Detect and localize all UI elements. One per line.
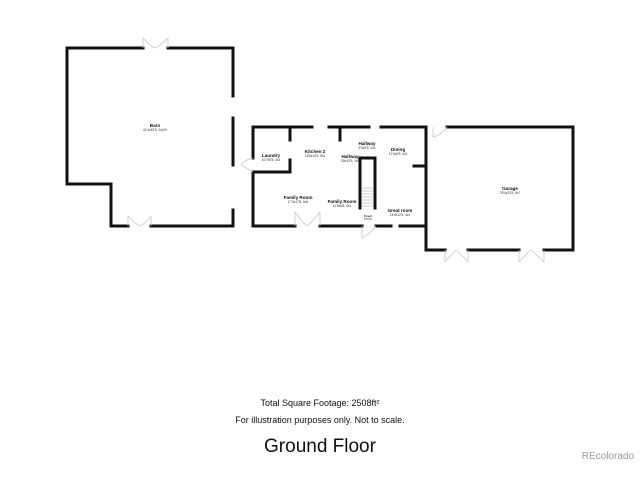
room-label: Family Room — [328, 199, 357, 204]
room-dims: 6'3x9'5, 2x3 — [359, 146, 376, 150]
room-label: Dining — [391, 147, 405, 152]
room-dims: 10'7x8'5, 3x3 — [262, 158, 281, 162]
room-label: Great room — [388, 208, 413, 213]
room-label: Hallway — [341, 154, 359, 159]
room-label: Barn — [150, 123, 161, 128]
garage-walls — [424, 125, 575, 252]
room-dims: 17'3x17'8, 5x5 — [288, 200, 309, 204]
total-square-footage: Total Square Footage: 2508ft² — [260, 398, 380, 408]
disclaimer: For illustration purposes only. Not to s… — [235, 415, 405, 425]
floor-title: Ground Floor — [264, 436, 376, 457]
room-label: Garage — [502, 186, 518, 191]
door-swings — [127, 37, 545, 263]
room-label: Hallway — [358, 141, 376, 146]
room-dims: 12'4x8'5, 4x3 — [389, 152, 408, 156]
room-dims: 29'4x23'5, 9x7 — [500, 191, 521, 195]
room-label: Laundry — [262, 153, 281, 158]
room-label: Family Room — [284, 195, 313, 200]
room-dims: 15'6x10'6, 5x3 — [305, 154, 326, 158]
room-dims: 5'5x3'8 — [364, 218, 372, 221]
room-dims: 14'5x12'5, 4x4 — [390, 213, 411, 217]
barn-walls — [65, 46, 235, 228]
room-label: Foyer — [364, 214, 373, 218]
room-label: Kitchen 2 — [305, 149, 326, 154]
brand-watermark: REcolorado — [581, 451, 634, 462]
stairs — [361, 187, 374, 207]
room-dims: 3'8x15'5, 1x5 — [341, 159, 360, 163]
room-dims: 41'4x45'5, 14x20 — [143, 128, 167, 132]
room-dims: 11'8x8'8, 4x3 — [333, 204, 352, 208]
